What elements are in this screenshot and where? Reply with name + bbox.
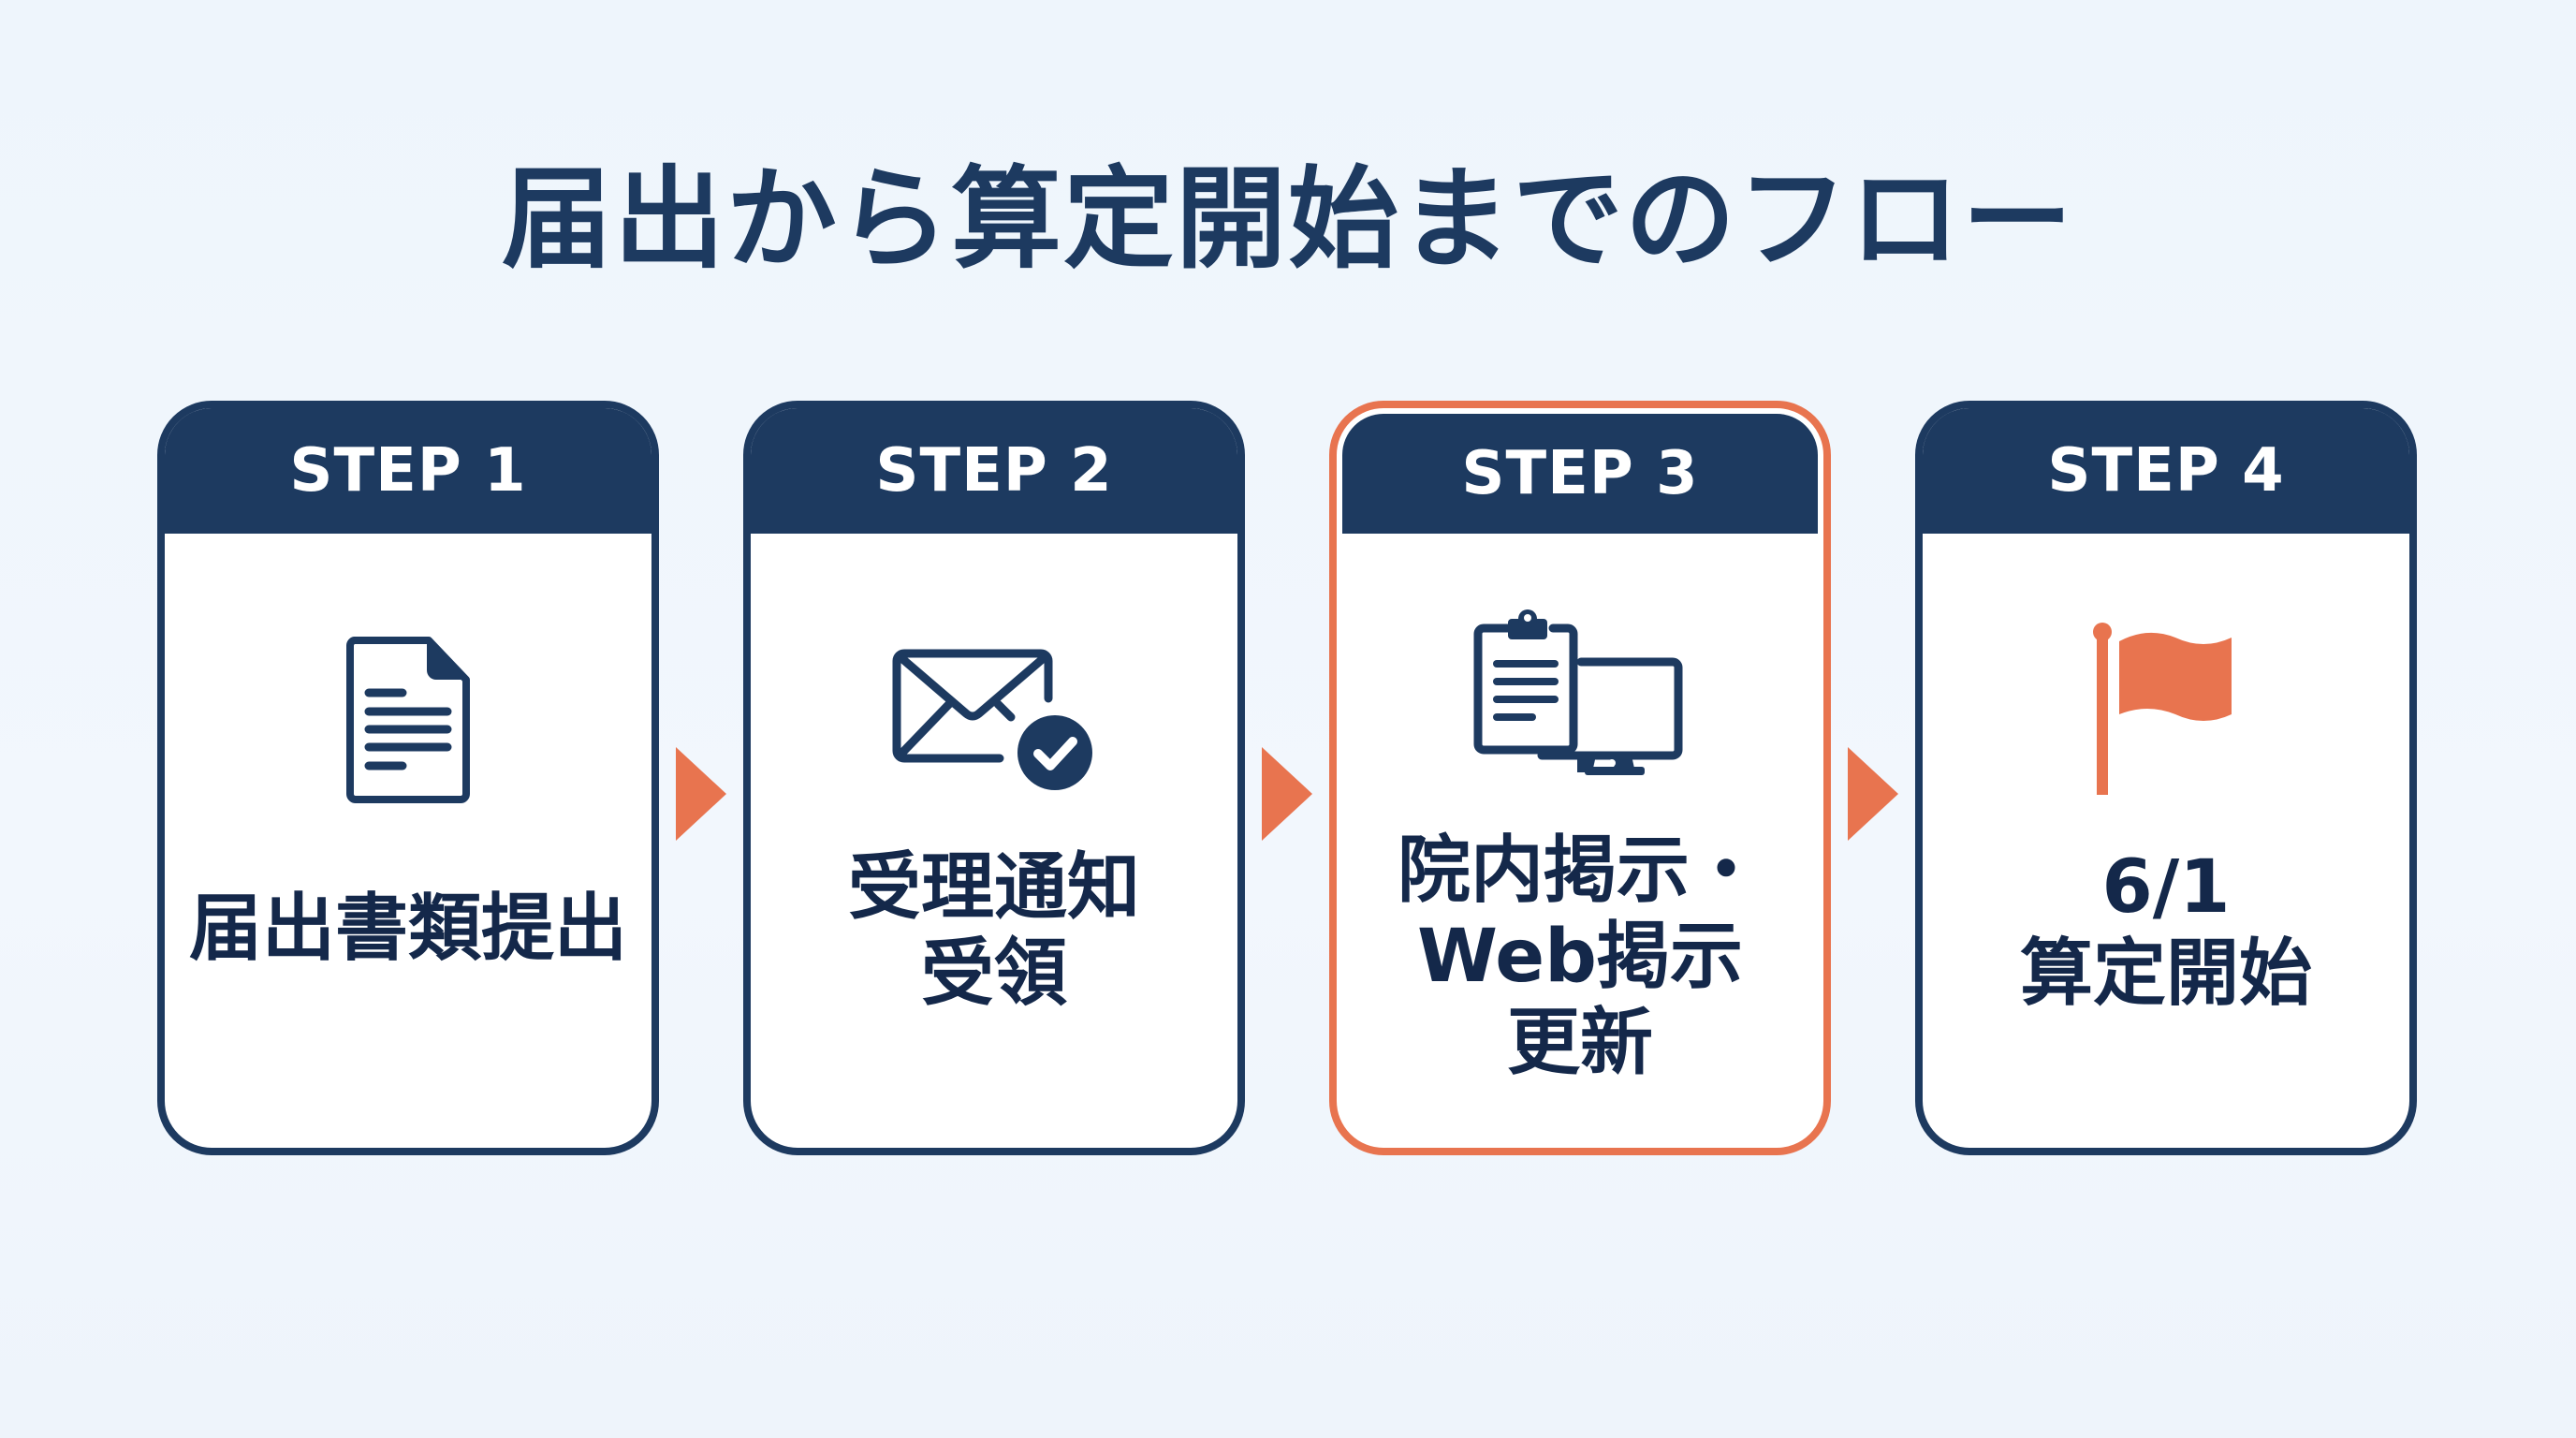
step-label-line-2: Web掲示 [1417,915,1743,999]
step-label-line-2: 受領 [920,932,1067,1016]
arrow-right-icon [676,747,726,841]
step-header: STEP 4 [1923,408,2409,534]
arrow-right-icon [1848,747,1898,841]
step-label-line-1: 6/1 [2101,845,2231,930]
step-card-4: STEP 4 6/1 算定開始 [1915,401,2417,1155]
step-header: STEP 2 [751,408,1237,534]
step-header: STEP 1 [165,408,651,534]
step-card-1: STEP 1 届出書類提出 [157,401,659,1155]
document-icon [346,637,470,803]
step-label-line-1: 受理通知 [847,845,1140,930]
step-label-line-3: 更新 [1506,1001,1653,1085]
arrow-right-icon [1262,747,1312,841]
envelope-check-icon [892,649,1092,790]
step-header: STEP 3 [1342,414,1818,534]
step-label: 届出書類提出 [188,887,627,971]
step-card-3: STEP 3 院内掲示・ Web掲示 更新 [1329,401,1831,1155]
step-label-line-2: 算定開始 [2019,932,2312,1016]
page-title: 届出から算定開始までのフロー [501,154,2074,284]
step-card-2: STEP 2 受理通知 受領 [743,401,1245,1155]
step-label-line-1: 院内掲示・ [1397,829,1763,913]
clipboard-monitor-icon [1473,609,1683,775]
flag-icon [2093,623,2232,795]
